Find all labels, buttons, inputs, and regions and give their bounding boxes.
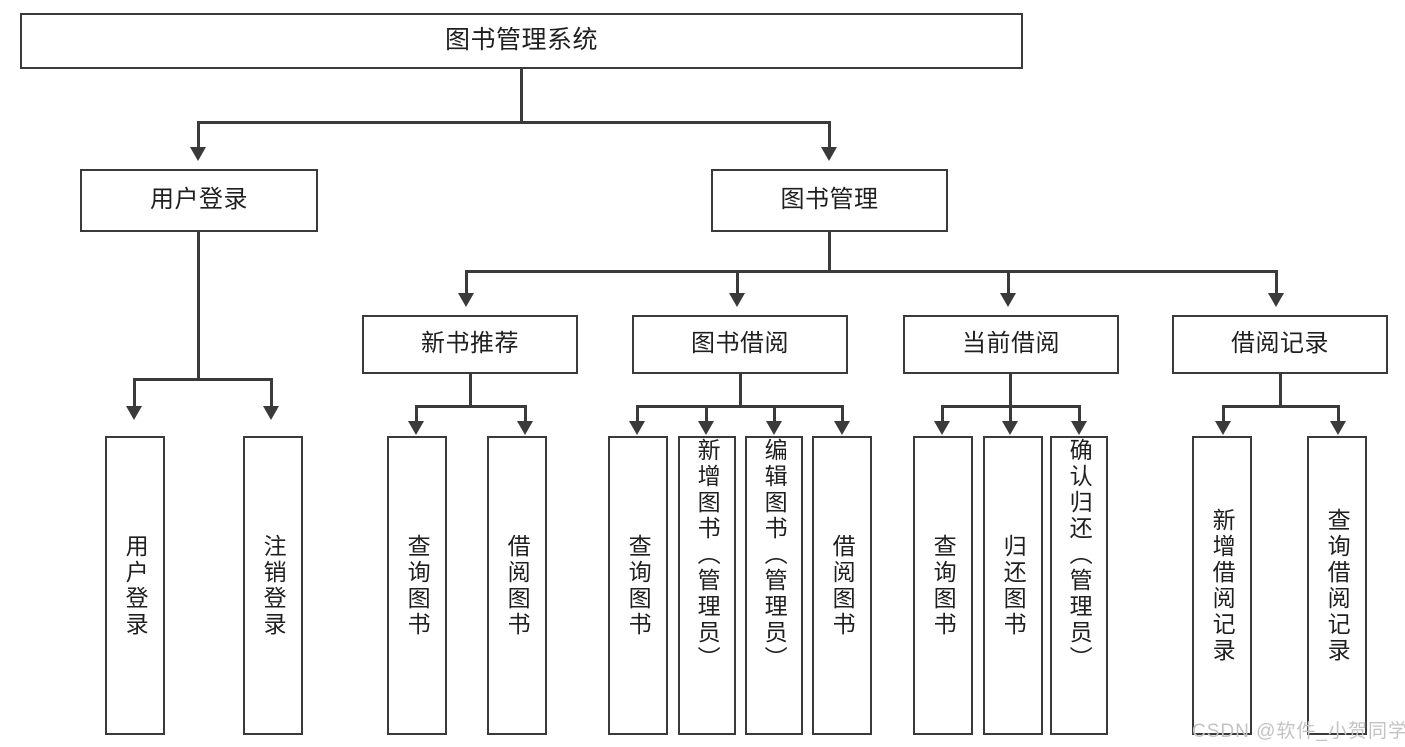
csdn-watermark: CSDN @软件_小贺同学	[1192, 721, 1405, 742]
arrow-current-borrow-leaf-2	[1002, 421, 1018, 435]
node-label: 图书管理系统	[444, 26, 598, 55]
connector-new-book-leaf-1	[415, 405, 418, 423]
arrow-book-borrow-leaf-2	[698, 421, 714, 435]
arrow-new-book-leaf-1	[408, 421, 424, 435]
arrow-to-book-borrow	[729, 293, 745, 307]
arrow-to-user-login	[190, 147, 206, 161]
node-label: 用户登录	[150, 186, 248, 214]
node-label: 新增图书（管理员）	[694, 438, 721, 672]
leaf-user-login-login[interactable]: 用户登录	[105, 436, 165, 735]
node-book-management[interactable]: 图书管理	[711, 169, 948, 232]
node-label: 当前借阅	[962, 330, 1060, 358]
connector-user-login-leaf-2	[270, 378, 273, 408]
node-label: 借阅图书	[829, 533, 856, 638]
node-borrow-record[interactable]: 借阅记录	[1172, 315, 1388, 374]
connector-book-borrow-down	[739, 374, 742, 407]
connector-user-login-down	[197, 232, 200, 380]
arrow-book-borrow-leaf-3	[766, 421, 782, 435]
connector-to-book-manage	[828, 121, 831, 149]
node-current-borrow[interactable]: 当前借阅	[903, 315, 1119, 374]
node-label: 编辑图书（管理员）	[761, 438, 788, 672]
connector-book-borrow-bus	[636, 405, 844, 408]
connector-user-login-bus	[133, 378, 272, 381]
leaf-new-book-query[interactable]: 查询图书	[387, 436, 447, 735]
arrow-book-borrow-leaf-1	[629, 421, 645, 435]
connector-user-login-leaf-1	[133, 378, 136, 408]
node-label: 借阅图书	[504, 533, 531, 638]
leaf-borrow-record-add[interactable]: 新增借阅记录	[1192, 436, 1252, 735]
connector-book-borrow-leaf-3	[773, 405, 776, 423]
connector-to-new-book	[465, 270, 468, 295]
connector-to-user-login	[197, 121, 200, 149]
leaf-book-borrow-edit[interactable]: 编辑图书（管理员）	[745, 436, 803, 735]
leaf-book-borrow-query[interactable]: 查询图书	[608, 436, 668, 735]
node-user-login[interactable]: 用户登录	[80, 169, 318, 232]
arrow-to-current-borrow	[1000, 293, 1016, 307]
connector-book-borrow-leaf-4	[841, 405, 844, 423]
arrow-new-book-leaf-2	[517, 421, 533, 435]
connector-book-borrow-leaf-1	[636, 405, 639, 423]
arrow-current-borrow-leaf-3	[1071, 421, 1087, 435]
connector-new-book-leaf-2	[524, 405, 527, 423]
leaf-book-borrow-add[interactable]: 新增图书（管理员）	[678, 436, 736, 735]
leaf-borrow-record-query[interactable]: 查询借阅记录	[1307, 436, 1367, 735]
connector-root-down	[520, 69, 523, 123]
connector-to-current-borrow	[1007, 270, 1010, 295]
node-label: 图书借阅	[691, 330, 789, 358]
arrow-user-login-leaf-2	[263, 406, 279, 420]
arrow-book-borrow-leaf-4	[834, 421, 850, 435]
arrow-to-borrow-record	[1268, 293, 1284, 307]
connector-new-book-down	[469, 374, 472, 407]
connector-current-borrow-leaf-2	[1009, 405, 1012, 423]
connector-current-borrow-leaf-1	[941, 405, 944, 423]
arrow-user-login-leaf-1	[126, 406, 142, 420]
node-label: 新书推荐	[421, 330, 519, 358]
node-label: 确认归还（管理员）	[1066, 438, 1093, 672]
node-label: 查询借阅记录	[1324, 507, 1351, 664]
connector-borrow-record-leaf-2	[1337, 405, 1340, 423]
node-label: 查询图书	[930, 533, 957, 638]
leaf-new-book-borrow[interactable]: 借阅图书	[487, 436, 547, 735]
node-label: 查询图书	[404, 533, 431, 638]
connector-current-borrow-down	[1009, 374, 1012, 407]
leaf-current-borrow-return[interactable]: 归还图书	[983, 436, 1043, 735]
node-label: 注销登录	[260, 533, 287, 638]
connector-borrow-record-leaf-1	[1222, 405, 1225, 423]
node-label: 新增借阅记录	[1209, 507, 1236, 664]
connector-book-borrow-leaf-2	[705, 405, 708, 423]
node-root-system[interactable]: 图书管理系统	[20, 13, 1023, 69]
connector-book-manage-down	[828, 232, 831, 272]
node-label: 借阅记录	[1231, 330, 1329, 358]
node-label: 用户登录	[122, 533, 149, 638]
arrow-current-borrow-leaf-1	[934, 421, 950, 435]
arrow-to-book-manage	[821, 147, 837, 161]
node-book-borrow[interactable]: 图书借阅	[632, 315, 848, 374]
node-new-book-recommend[interactable]: 新书推荐	[362, 315, 578, 374]
connector-level2-bus	[197, 121, 831, 124]
connector-level3-bus	[465, 270, 1278, 273]
connector-borrow-record-down	[1279, 374, 1282, 407]
connector-current-borrow-leaf-3	[1078, 405, 1081, 423]
node-label: 图书管理	[780, 186, 879, 214]
leaf-user-login-logout[interactable]: 注销登录	[243, 436, 303, 735]
connector-to-book-borrow	[736, 270, 739, 295]
arrow-borrow-record-leaf-2	[1330, 421, 1346, 435]
node-label: 归还图书	[1000, 533, 1027, 638]
connector-borrow-record-bus	[1222, 405, 1340, 408]
leaf-book-borrow-borrow[interactable]: 借阅图书	[812, 436, 872, 735]
connector-new-book-bus	[415, 405, 527, 408]
leaf-current-borrow-confirm[interactable]: 确认归还（管理员）	[1050, 436, 1108, 735]
node-label: 查询图书	[625, 533, 652, 638]
leaf-current-borrow-query[interactable]: 查询图书	[913, 436, 973, 735]
arrow-borrow-record-leaf-1	[1215, 421, 1231, 435]
connector-to-borrow-record	[1275, 270, 1278, 295]
arrow-to-new-book	[458, 293, 474, 307]
